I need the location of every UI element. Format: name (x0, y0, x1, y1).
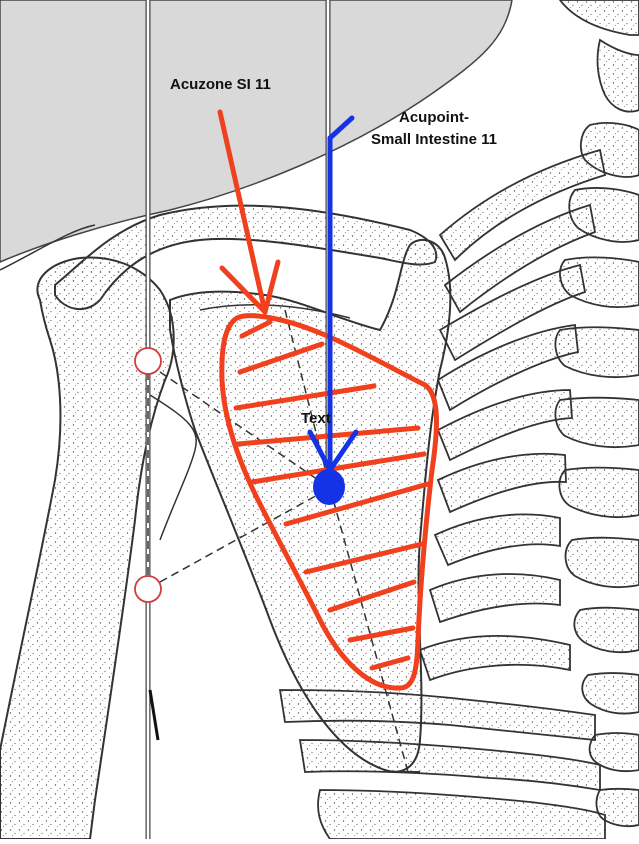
acupoint-dot-icon (313, 469, 345, 505)
acupoint-label: Acupoint- Small Intestine 11 (324, 107, 544, 151)
acupoint-label-line1: Acupoint- (399, 109, 469, 126)
reference-circle-lower (134, 575, 162, 603)
view-circle (0, 224, 96, 271)
background-region (0, 0, 513, 263)
red-arrow-icon (217, 109, 281, 315)
acuzone-label: Acuzone SI 11 (170, 76, 271, 93)
blue-arrow-icon (307, 115, 359, 473)
scapula-spine (199, 303, 351, 319)
humerus (0, 256, 175, 840)
acuzone-outline (219, 313, 439, 691)
acuzone-hatching (233, 319, 431, 671)
reference-circle-upper (134, 347, 162, 375)
acupoint-label-line2: Small Intestine 11 (371, 131, 497, 148)
humerus-inner-line (149, 394, 197, 541)
marker-text-label: Text (301, 410, 331, 427)
